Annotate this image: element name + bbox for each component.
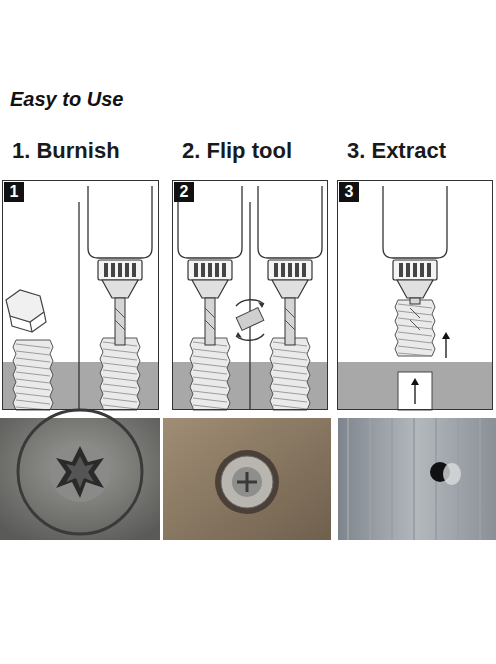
step-number: 1 <box>4 182 24 202</box>
photo-strip <box>0 410 496 540</box>
panel-frame <box>337 180 493 410</box>
direction-arrow <box>442 332 450 358</box>
flip-icon <box>236 300 264 341</box>
direction-arrow <box>411 378 419 404</box>
panel-frame <box>172 180 328 410</box>
step-panel: 3. Extract 3 <box>337 136 493 410</box>
step-panel: 2. Flip tool 2 <box>172 136 328 410</box>
badge-holder: 1 <box>2 180 24 202</box>
screw-head <box>10 312 46 332</box>
drill-symbol <box>383 186 447 330</box>
step-heading: 2. Flip tool <box>172 136 328 166</box>
screw-thread <box>100 338 140 410</box>
step-heading: 1. Burnish <box>2 136 159 166</box>
page-title: Easy to Use <box>10 88 123 111</box>
panel-divider <box>249 202 250 410</box>
drill-symbol <box>88 186 152 345</box>
step-heading: 3. Extract <box>337 136 493 166</box>
step-number: 3 <box>339 182 359 202</box>
ground-band <box>338 362 492 410</box>
panel-divider <box>78 202 79 410</box>
screw-thread <box>13 340 53 410</box>
hole <box>398 372 432 410</box>
screw-thread <box>395 300 435 356</box>
step-panel: 1. Burnish 1 <box>2 136 159 410</box>
badge-holder: 3 <box>337 180 359 202</box>
drill-symbol <box>258 186 322 345</box>
screw-thread <box>270 338 310 410</box>
screw-thread <box>190 338 230 410</box>
badge-holder: 2 <box>172 180 194 202</box>
drill-symbol <box>178 186 242 345</box>
step-number: 2 <box>174 182 194 202</box>
screw-head <box>6 290 44 322</box>
panel-frame <box>2 180 159 410</box>
